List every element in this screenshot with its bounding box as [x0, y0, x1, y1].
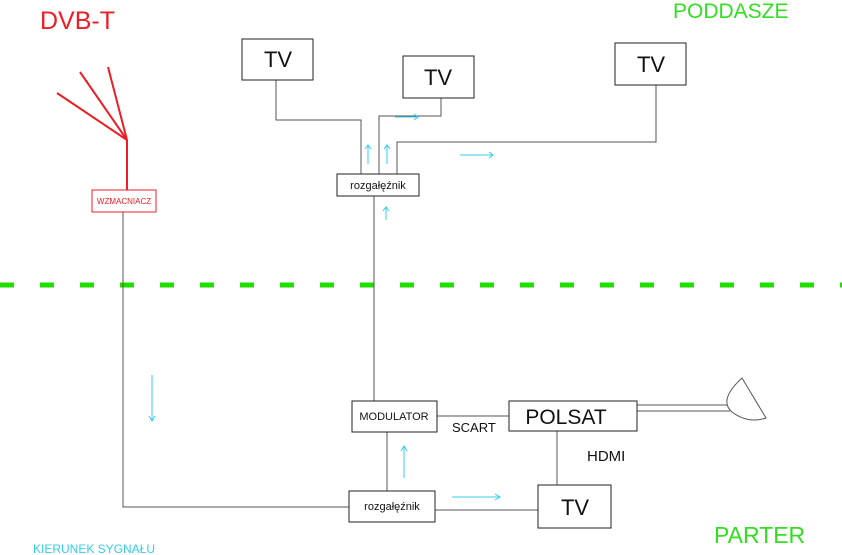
tv-attic-left-box: [241, 38, 314, 81]
tv-attic-right-label: TV: [637, 52, 665, 77]
hdmi-label: HDMI: [587, 448, 625, 465]
parter-label: PARTER: [714, 522, 805, 548]
tv-ground-box: [537, 484, 612, 529]
splitter-bottom-label: rozgałęźnik: [364, 501, 420, 513]
dvbt-label: DVB-T: [40, 7, 115, 35]
tv-attic-middle-label: TV: [424, 65, 452, 90]
arrow-icon: [460, 151, 494, 159]
arrow-icon: [383, 144, 391, 164]
poddasze-label: PODDASZE: [673, 0, 789, 23]
cable-lines: [122, 80, 730, 511]
signal-arrows: [148, 113, 501, 501]
tv-ground-label: TV: [561, 495, 589, 520]
polsat-box: [508, 400, 638, 432]
amplifier-box: [91, 189, 157, 213]
kierunek-label: KIERUNEK SYGNAŁU: [33, 542, 155, 555]
modulator-box: [351, 400, 438, 433]
arrow-icon: [364, 144, 372, 164]
arrow-icon: [148, 375, 156, 422]
splitter-top-label: rozgałęźnik: [350, 180, 406, 192]
antenna-icon: [56, 66, 128, 190]
tv-attic-left-label: TV: [264, 47, 292, 72]
modulator-label: MODULATOR: [359, 411, 428, 423]
satellite-dish-icon: [726, 377, 767, 421]
polsat-label: POLSAT: [525, 406, 606, 429]
amplifier-label: WZMACNIACZ: [97, 197, 151, 206]
splitter-bottom-box: [348, 490, 436, 523]
tv-attic-middle-box: [402, 55, 475, 99]
splitter-top-box: [336, 173, 420, 197]
arrow-icon: [400, 445, 408, 478]
scart-label: SCART: [452, 420, 496, 435]
tv-attic-right-box: [614, 42, 687, 86]
arrow-icon: [452, 493, 501, 501]
arrow-icon: [395, 113, 419, 121]
arrow-icon: [382, 206, 390, 220]
